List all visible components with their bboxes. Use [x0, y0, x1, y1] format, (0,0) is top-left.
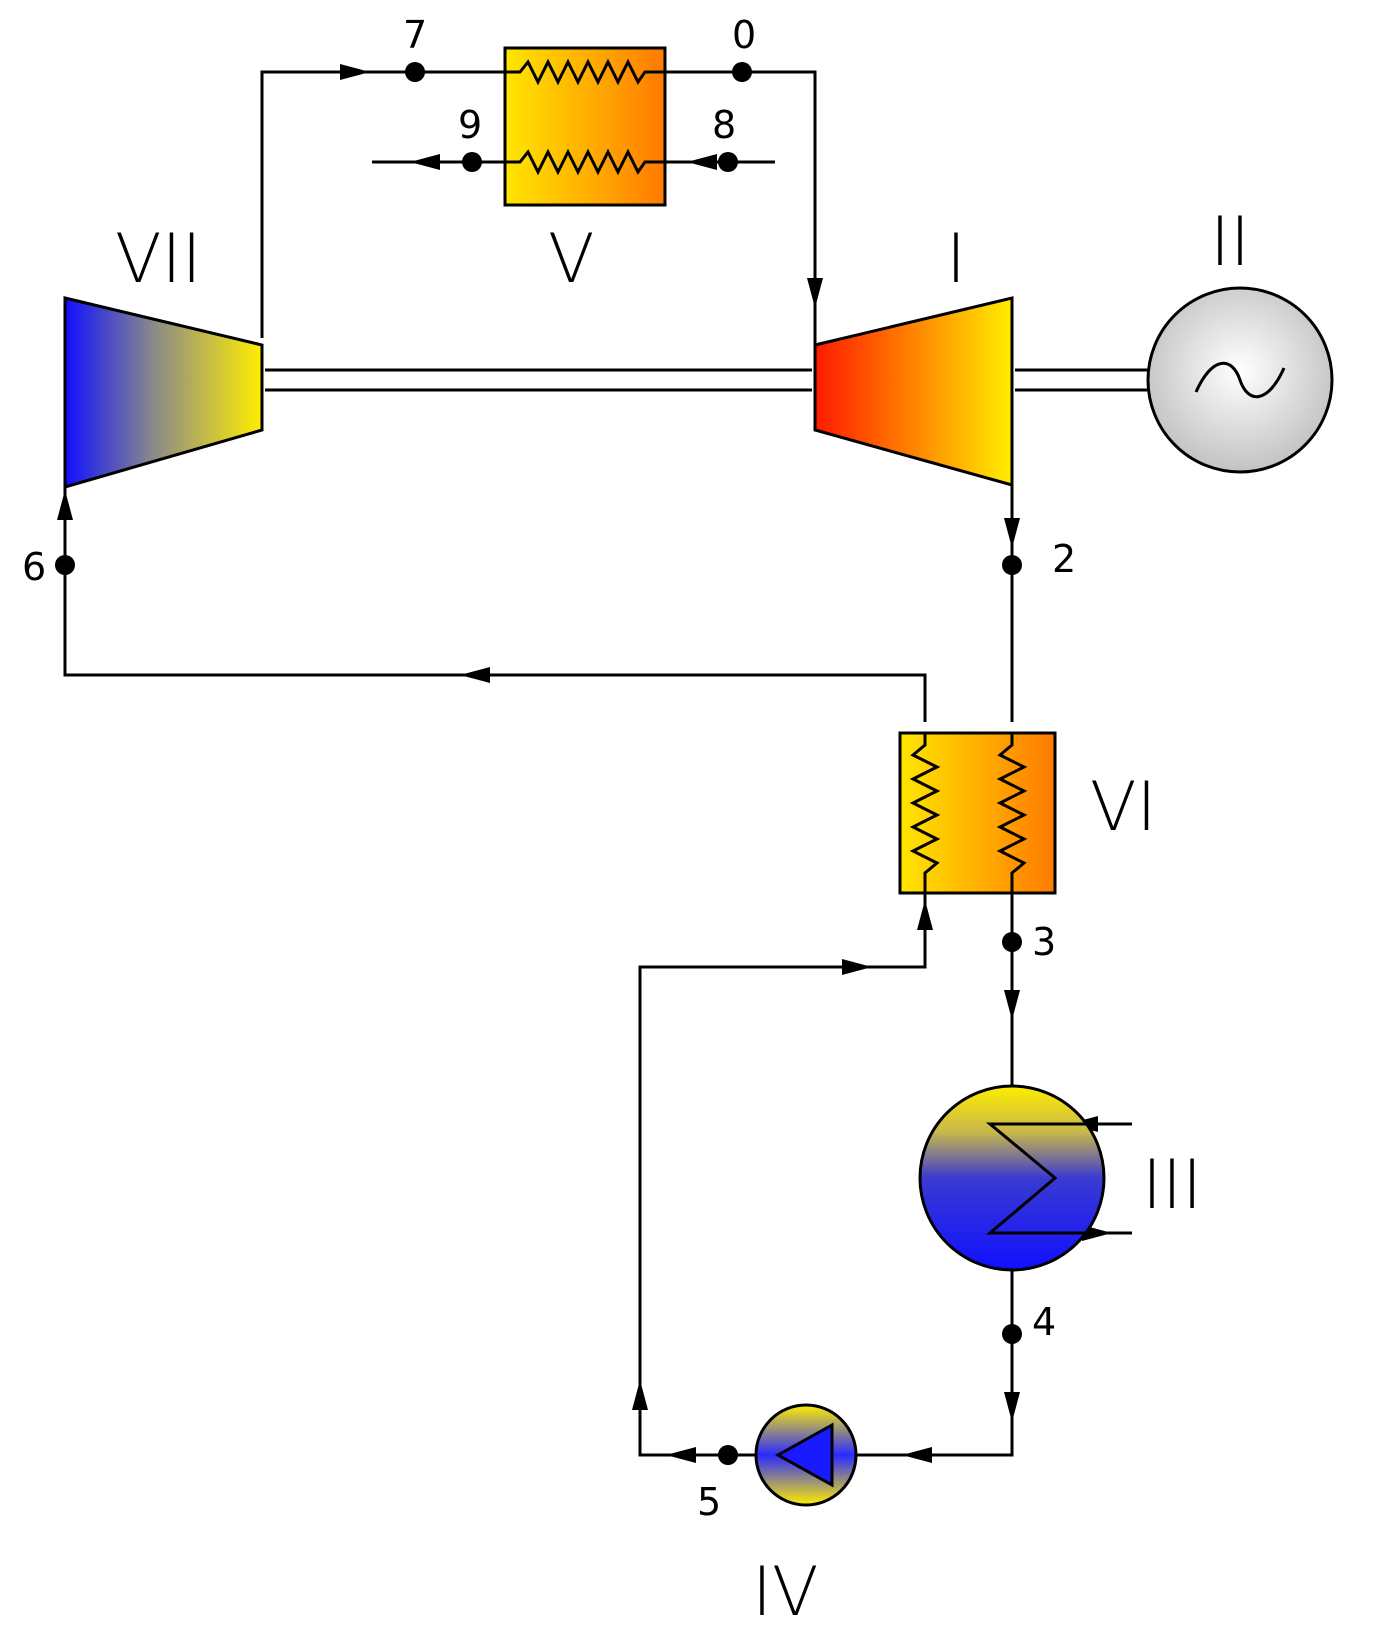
pipe-recuperator-to-compressor — [63, 470, 927, 722]
arrow-up-left — [632, 1380, 648, 1410]
arrow-source-in — [687, 154, 717, 170]
pipe-heater-to-turbine — [655, 70, 817, 345]
shaft-compressor-turbine — [265, 368, 812, 392]
pipe-cooler-to-pump — [857, 1268, 1014, 1457]
pump-triangle-icon — [774, 1422, 834, 1488]
label-component-vi: VI — [1090, 768, 1157, 847]
label-component-ii: II — [1210, 203, 1250, 282]
arrow-recup-cold-in — [917, 900, 933, 930]
label-component-vii: VII — [115, 220, 202, 299]
node-6 — [55, 555, 75, 575]
label-point-8: 8 — [712, 103, 736, 147]
node-2 — [1002, 555, 1022, 575]
arrow-cooler-out — [1004, 1392, 1020, 1422]
arrow-to-heater — [340, 64, 370, 80]
turbine-i — [813, 296, 1014, 487]
label-point-7: 7 — [403, 13, 427, 57]
arrow-to-pump — [902, 1447, 932, 1463]
node-7 — [405, 62, 425, 82]
label-point-2: 2 — [1052, 537, 1076, 581]
label-component-iii: III — [1142, 1146, 1202, 1225]
label-component-iv: IV — [752, 1553, 819, 1632]
label-point-4: 4 — [1032, 1300, 1056, 1344]
label-point-5: 5 — [697, 1480, 721, 1524]
shaft-turbine-generator — [1015, 368, 1150, 392]
arrow-to-compressor — [460, 667, 490, 683]
arrow-to-recup-cold — [842, 959, 872, 975]
pipe-pump-to-recuperator — [638, 880, 927, 1457]
arrow-pump-out — [666, 1447, 696, 1463]
recuperator-vi — [898, 731, 1057, 895]
generator-ii — [1146, 286, 1334, 474]
pump-iv — [754, 1403, 858, 1507]
arrow-source-out — [410, 154, 440, 170]
arrow-compressor-inlet — [57, 490, 73, 520]
state-points — [55, 62, 1022, 1465]
recuperator-coil-hot — [996, 733, 1028, 893]
label-point-3: 3 — [1032, 920, 1056, 964]
label-point-0: 0 — [732, 13, 756, 57]
heater-v — [503, 46, 667, 207]
arrow-turbine-outlet — [1004, 518, 1020, 548]
node-8 — [718, 152, 738, 172]
arrow-to-cooler — [1004, 990, 1020, 1020]
compressor-vii — [63, 296, 264, 489]
node-5 — [718, 1445, 738, 1465]
node-3 — [1002, 932, 1022, 952]
node-0 — [732, 62, 752, 82]
heater-coil-bottom — [505, 148, 665, 176]
arrow-turbine-inlet — [807, 278, 823, 308]
cooler-coil — [985, 1122, 1132, 1235]
cooler-iii — [918, 1084, 1132, 1272]
label-component-v: V — [548, 220, 595, 299]
label-point-9: 9 — [458, 103, 482, 147]
node-4 — [1002, 1324, 1022, 1344]
heater-coil-top — [505, 58, 665, 86]
recuperator-coil-cold — [909, 733, 941, 893]
label-component-i: I — [946, 220, 966, 299]
label-point-6: 6 — [22, 545, 46, 589]
alternating-current-icon — [1194, 361, 1286, 399]
node-9 — [462, 152, 482, 172]
